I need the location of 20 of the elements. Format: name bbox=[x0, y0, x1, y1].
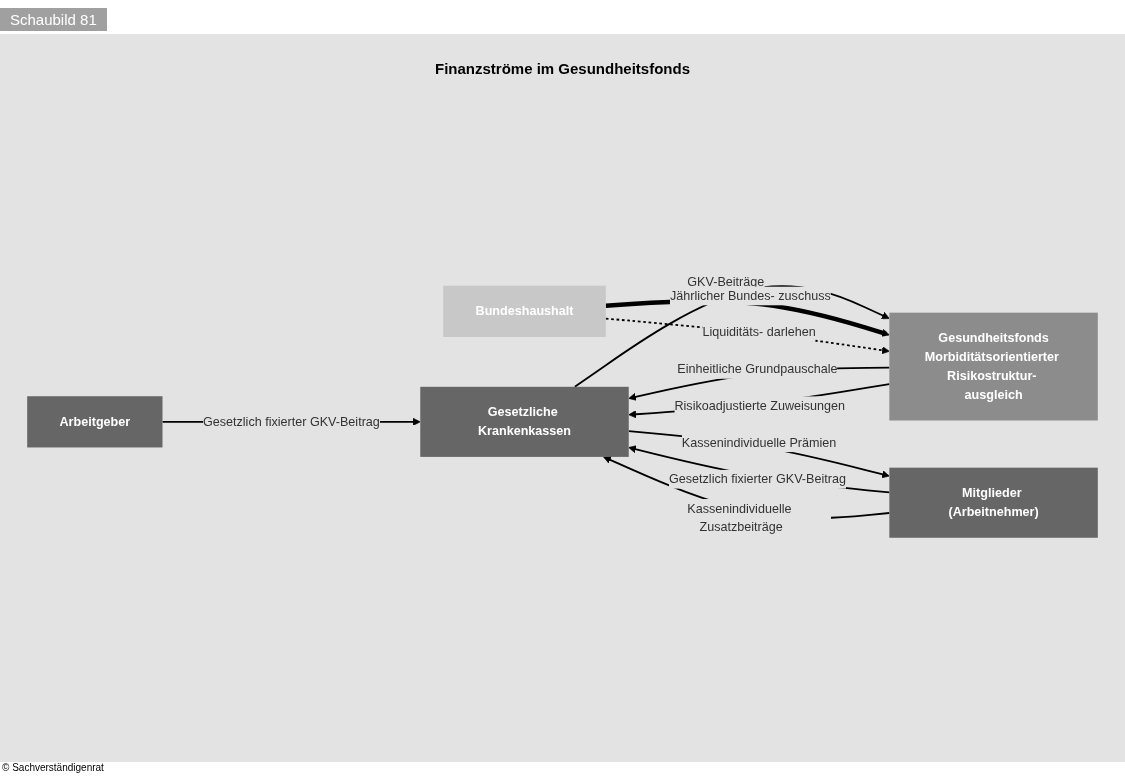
figure-number: Schaubild 81 bbox=[0, 8, 107, 31]
node-box: Arbeitgeber bbox=[27, 396, 163, 448]
node-box: Gesundheitsfonds Morbiditätsorientierter Risikostruktur- ausgleich bbox=[889, 312, 1098, 421]
arrow bbox=[603, 456, 891, 519]
title: Finanzströme im Gesundheitsfonds bbox=[434, 60, 691, 77]
edge-label: Gesetzlich fixierter GKV-Beitrag bbox=[202, 414, 380, 429]
node-box: Mitglieder (Arbeitnehmer) bbox=[889, 467, 1098, 538]
edge-label: Jährlicher Bundes- zuschuss bbox=[669, 288, 831, 303]
edge-label: Kassenindividuelle Prämien bbox=[681, 435, 837, 450]
arrow bbox=[628, 445, 891, 494]
edge-label: Gesetzlich fixierter GKV-Beitrag bbox=[669, 471, 846, 486]
edge-label: Kassenindividuelle Zusatzbeiträge bbox=[687, 500, 792, 535]
copyright-note: © Sachverständigenrat bbox=[2, 762, 104, 773]
edge-label: Liquiditäts- darlehen bbox=[702, 324, 816, 339]
edge-label: Einheitliche Grundpauschale bbox=[677, 361, 838, 377]
arrow bbox=[627, 430, 890, 479]
edge-label: Risikoadjustierte Zuweisungen bbox=[674, 398, 846, 413]
node-box: Gesetzliche Krankenkassen bbox=[420, 386, 629, 457]
edge-label: GKV-Beiträge bbox=[687, 274, 765, 289]
arrow bbox=[604, 317, 890, 355]
